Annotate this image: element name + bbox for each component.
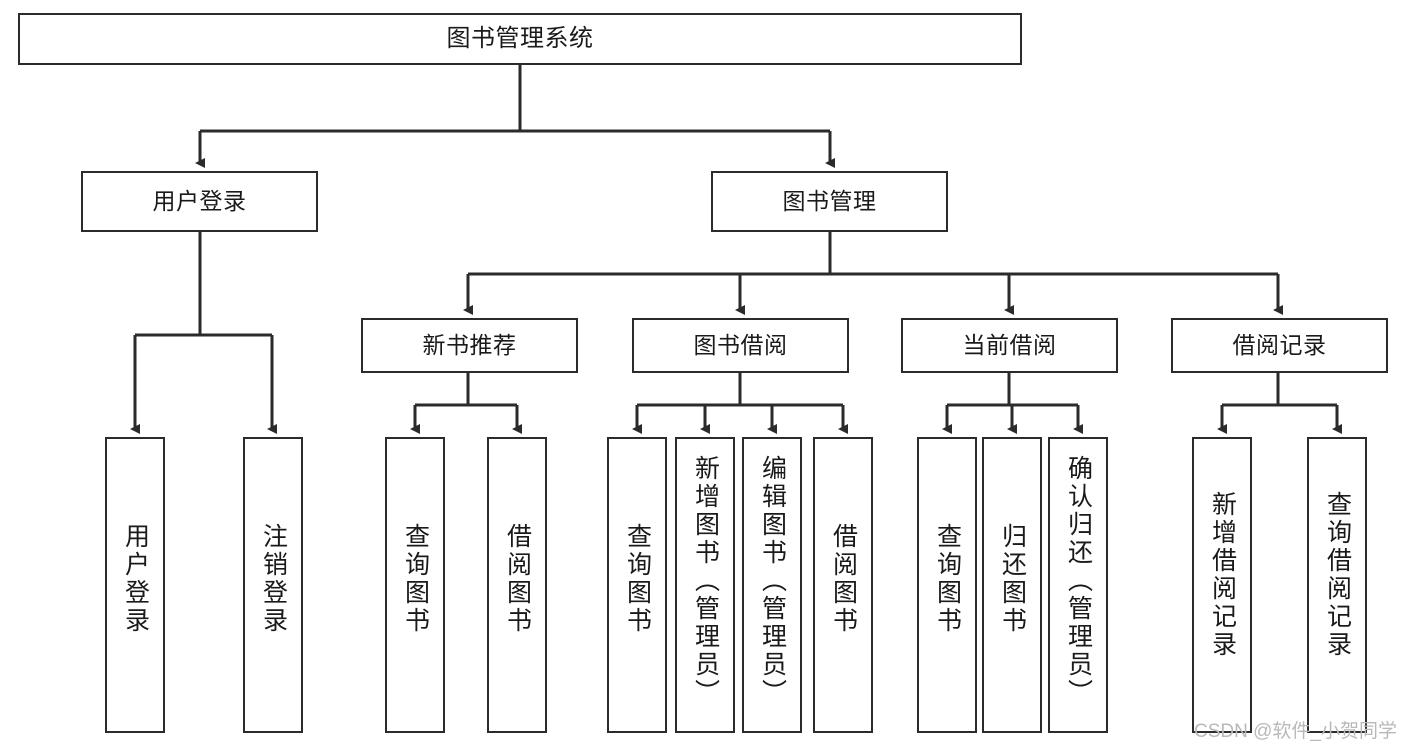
node-borrow-record[interactable]: 借阅记录 <box>1171 318 1388 373</box>
node-leaf-borrow-book-1[interactable]: 借阅图书 <box>487 437 547 733</box>
node-current-borrow-label: 当前借阅 <box>962 331 1057 358</box>
node-leaf-query-book-2-label: 查询图书 <box>623 523 652 635</box>
node-new-book-rec[interactable]: 新书推荐 <box>361 318 578 373</box>
node-user-login-label: 用户登录 <box>152 187 247 214</box>
node-leaf-borrow-book-2[interactable]: 借阅图书 <box>813 437 873 733</box>
node-leaf-query-book-1[interactable]: 查询图书 <box>385 437 445 733</box>
node-leaf-query-record-label: 查询借阅记录 <box>1323 491 1352 659</box>
node-leaf-logout-login[interactable]: 注销登录 <box>243 437 303 733</box>
node-leaf-add-record[interactable]: 新增借阅记录 <box>1192 437 1252 733</box>
node-leaf-query-book-3[interactable]: 查询图书 <box>917 437 977 733</box>
node-leaf-query-book-1-label: 查询图书 <box>401 523 430 635</box>
node-leaf-edit-book[interactable]: 编辑图书（管理员） <box>742 437 802 733</box>
node-leaf-confirm-return[interactable]: 确认归还（管理员） <box>1048 437 1108 733</box>
node-leaf-add-record-label: 新增借阅记录 <box>1208 491 1237 659</box>
node-new-book-rec-label: 新书推荐 <box>422 331 517 358</box>
node-leaf-query-record[interactable]: 查询借阅记录 <box>1307 437 1367 733</box>
node-leaf-borrow-book-1-label: 借阅图书 <box>503 523 532 635</box>
csdn-watermark: CSDN @软件_小贺同学 <box>1194 721 1397 742</box>
node-book-borrow[interactable]: 图书借阅 <box>632 318 849 373</box>
node-book-manage-label: 图书管理 <box>782 187 877 214</box>
node-leaf-query-book-3-label: 查询图书 <box>933 523 962 635</box>
node-leaf-query-book-2[interactable]: 查询图书 <box>607 437 667 733</box>
node-leaf-add-book[interactable]: 新增图书（管理员） <box>675 437 735 733</box>
node-root-label: 图书管理系统 <box>446 24 594 52</box>
node-leaf-user-login-label: 用户登录 <box>121 523 150 635</box>
node-leaf-confirm-return-label: 确认归还（管理员） <box>1064 455 1093 707</box>
node-user-login[interactable]: 用户登录 <box>81 171 318 232</box>
node-book-manage[interactable]: 图书管理 <box>711 171 948 232</box>
node-leaf-add-book-label: 新增图书（管理员） <box>691 455 720 707</box>
node-leaf-user-login[interactable]: 用户登录 <box>105 437 165 733</box>
node-borrow-record-label: 借阅记录 <box>1232 331 1327 358</box>
node-leaf-return-book[interactable]: 归还图书 <box>982 437 1042 733</box>
node-leaf-logout-login-label: 注销登录 <box>259 523 288 635</box>
node-leaf-return-book-label: 归还图书 <box>998 523 1027 635</box>
node-root[interactable]: 图书管理系统 <box>18 13 1022 65</box>
node-book-borrow-label: 图书借阅 <box>693 331 788 358</box>
node-current-borrow[interactable]: 当前借阅 <box>901 318 1118 373</box>
node-leaf-edit-book-label: 编辑图书（管理员） <box>758 455 787 707</box>
node-leaf-borrow-book-2-label: 借阅图书 <box>829 523 858 635</box>
